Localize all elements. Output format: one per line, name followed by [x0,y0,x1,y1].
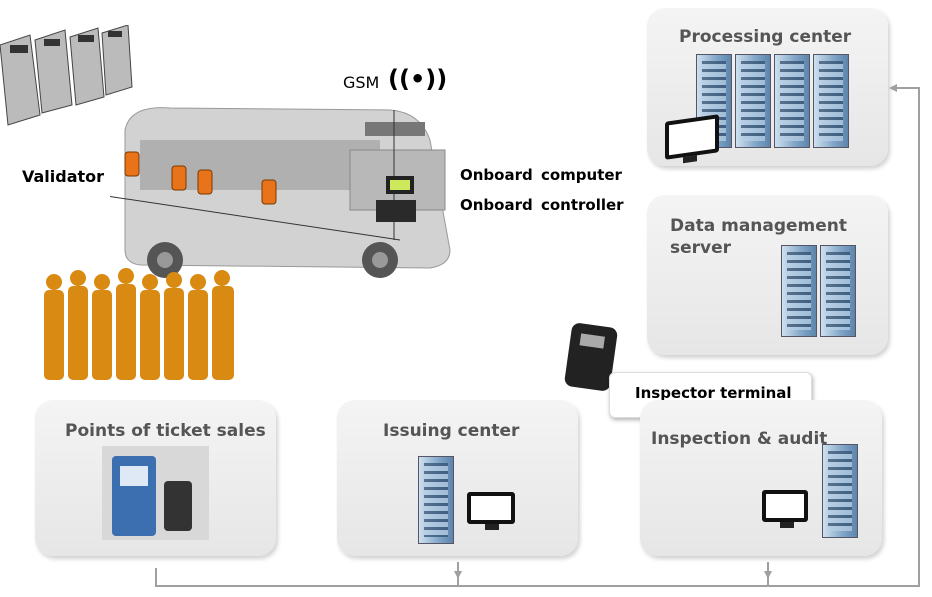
monitor-icon [762,490,808,528]
inspection-audit-title: Inspection & audit [651,429,828,449]
data-management-server-title: Data management server [670,216,848,258]
server-icon [735,54,771,148]
server-icon [781,245,817,337]
ticket-kiosk-image [102,446,209,540]
antenna-icon: ((•)) [388,65,448,93]
connector-line [155,585,920,587]
validator-label: Validator [22,167,105,186]
people-silhouettes [44,268,234,380]
turnstiles-image [0,25,133,126]
inspection-audit-box: Inspection & audit [640,400,882,556]
arrow-down-icon [764,571,772,579]
monitor-icon [665,114,719,160]
monitor-icon [467,492,515,530]
gsm-label: GSM [343,73,380,92]
server-icon [418,456,454,544]
connector-line [918,87,920,587]
arrow-left-icon [889,84,897,92]
onboard-controller-label: Onboard controller [460,196,624,214]
data-management-server-box: Data management server [647,195,888,355]
validator-devices [124,151,277,205]
issuing-center-box: Issuing center [337,400,578,556]
processing-center-title: Processing center [679,27,852,47]
server-icon [822,444,858,538]
processing-center-box: Processing center [647,8,888,166]
connector-line [896,87,920,89]
issuing-center-title: Issuing center [383,421,520,441]
points-of-ticket-sales-title: Points of ticket sales [65,421,266,441]
inspector-terminal-label: Inspector terminal [635,384,792,402]
connector-line [155,568,157,587]
arrow-down-icon [454,571,462,579]
server-icon [774,54,810,148]
points-of-ticket-sales-box: Points of ticket sales [35,400,276,556]
server-icon [813,54,849,148]
onboard-computer-label: Onboard computer [460,166,622,184]
server-icon [820,245,856,337]
bus-image [110,107,451,278]
